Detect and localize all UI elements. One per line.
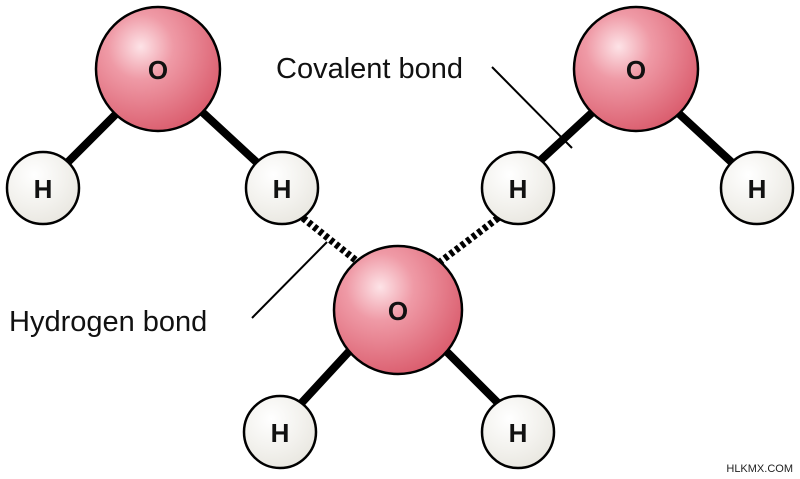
oxygen-atom-right: O <box>572 5 700 133</box>
oxygen-atom-left: O <box>94 5 222 133</box>
hydrogen-atom-left-2: H <box>244 150 320 226</box>
watermark: HLKMX.COM <box>726 463 793 475</box>
oxygen-label: O <box>626 55 646 85</box>
hydrogen-atom-right-1: H <box>480 150 556 226</box>
hydrogen-label: H <box>509 418 528 448</box>
hydrogen-label: H <box>509 174 528 204</box>
hydrogen-bond-label: Hydrogen bond <box>9 306 207 338</box>
hydrogen-label: H <box>273 174 292 204</box>
hydrogen-atom-center-2: H <box>480 394 556 470</box>
hydrogen-label: H <box>34 174 53 204</box>
water-molecule-left: O H H <box>5 5 320 226</box>
hydrogen-bond-leader-line <box>251 241 328 319</box>
water-molecule-center: O H H <box>242 244 556 470</box>
hydrogen-label: H <box>748 174 767 204</box>
hydrogen-atom-right-2: H <box>719 150 795 226</box>
oxygen-atom-center: O <box>332 244 464 376</box>
hydrogen-label: H <box>271 418 290 448</box>
hydrogen-atom-left-1: H <box>5 150 81 226</box>
covalent-bond-center-oh2 <box>436 341 509 414</box>
covalent-bond-center-oh1 <box>291 341 359 414</box>
hydrogen-bonds <box>300 215 501 265</box>
hydrogen-bond-right <box>437 215 501 265</box>
hydrogen-bond-left <box>300 215 361 265</box>
hydrogen-atom-center-1: H <box>242 394 318 470</box>
oxygen-label: O <box>148 55 168 85</box>
covalent-bond-right-oh2 <box>671 106 744 174</box>
covalent-bond-left-oh1 <box>56 106 124 174</box>
water-molecule-right: O H H <box>480 5 795 226</box>
covalent-bond-label: Covalent bond <box>276 53 463 85</box>
covalent-bond-left-oh2 <box>196 106 269 174</box>
covalent-bonds <box>56 106 744 414</box>
covalent-bond-leader-line <box>491 66 573 149</box>
oxygen-label: O <box>388 296 408 326</box>
